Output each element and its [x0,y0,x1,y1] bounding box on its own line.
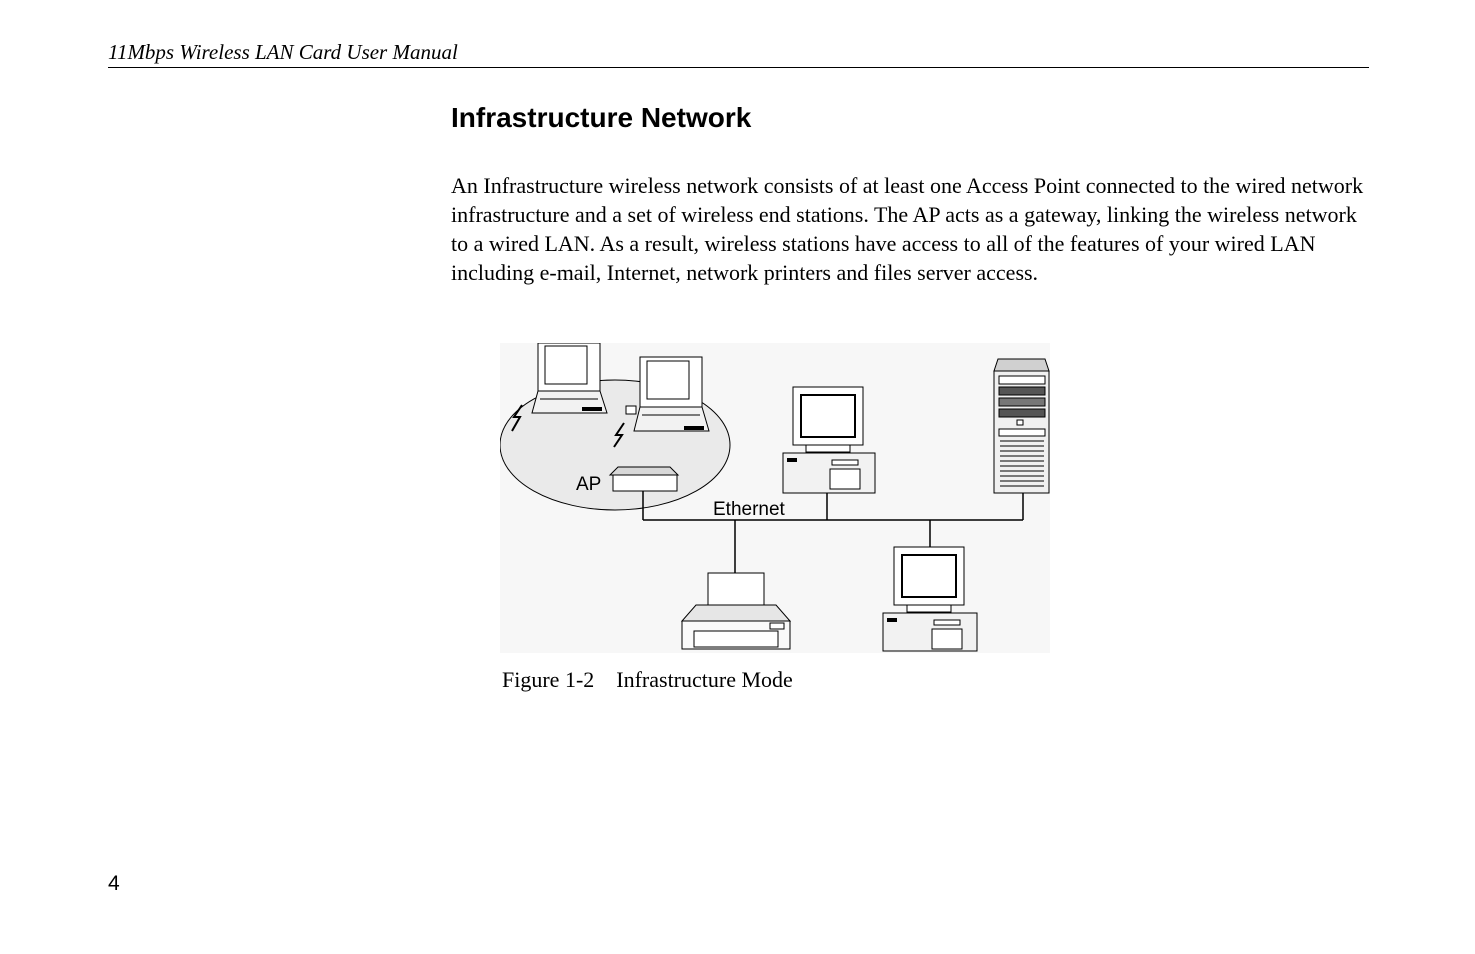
running-header: 11Mbps Wireless LAN Card User Manual [108,38,1369,68]
figure-caption: Figure 1-2 Infrastructure Mode [502,667,793,692]
desktop-computer-icon [782,386,876,494]
desktop-computer-icon [882,546,978,652]
access-point-icon [608,466,680,492]
laptop-icon [531,343,608,414]
section-title: Infrastructure Network [451,102,752,133]
infrastructure-network-diagram: AP Ethernet [500,343,1050,653]
body-paragraph: An Infrastructure wireless network consi… [451,173,1364,285]
page-number: 4 [108,872,120,895]
wireless-signal-icon [511,404,523,432]
wireless-signal-icon [613,422,625,448]
ethernet-bus [642,491,1024,575]
ethernet-label: Ethernet [713,499,786,520]
printer-icon [680,572,792,650]
ap-label: AP [576,474,601,495]
laptop-icon [625,356,710,432]
tower-server-icon [993,358,1050,494]
